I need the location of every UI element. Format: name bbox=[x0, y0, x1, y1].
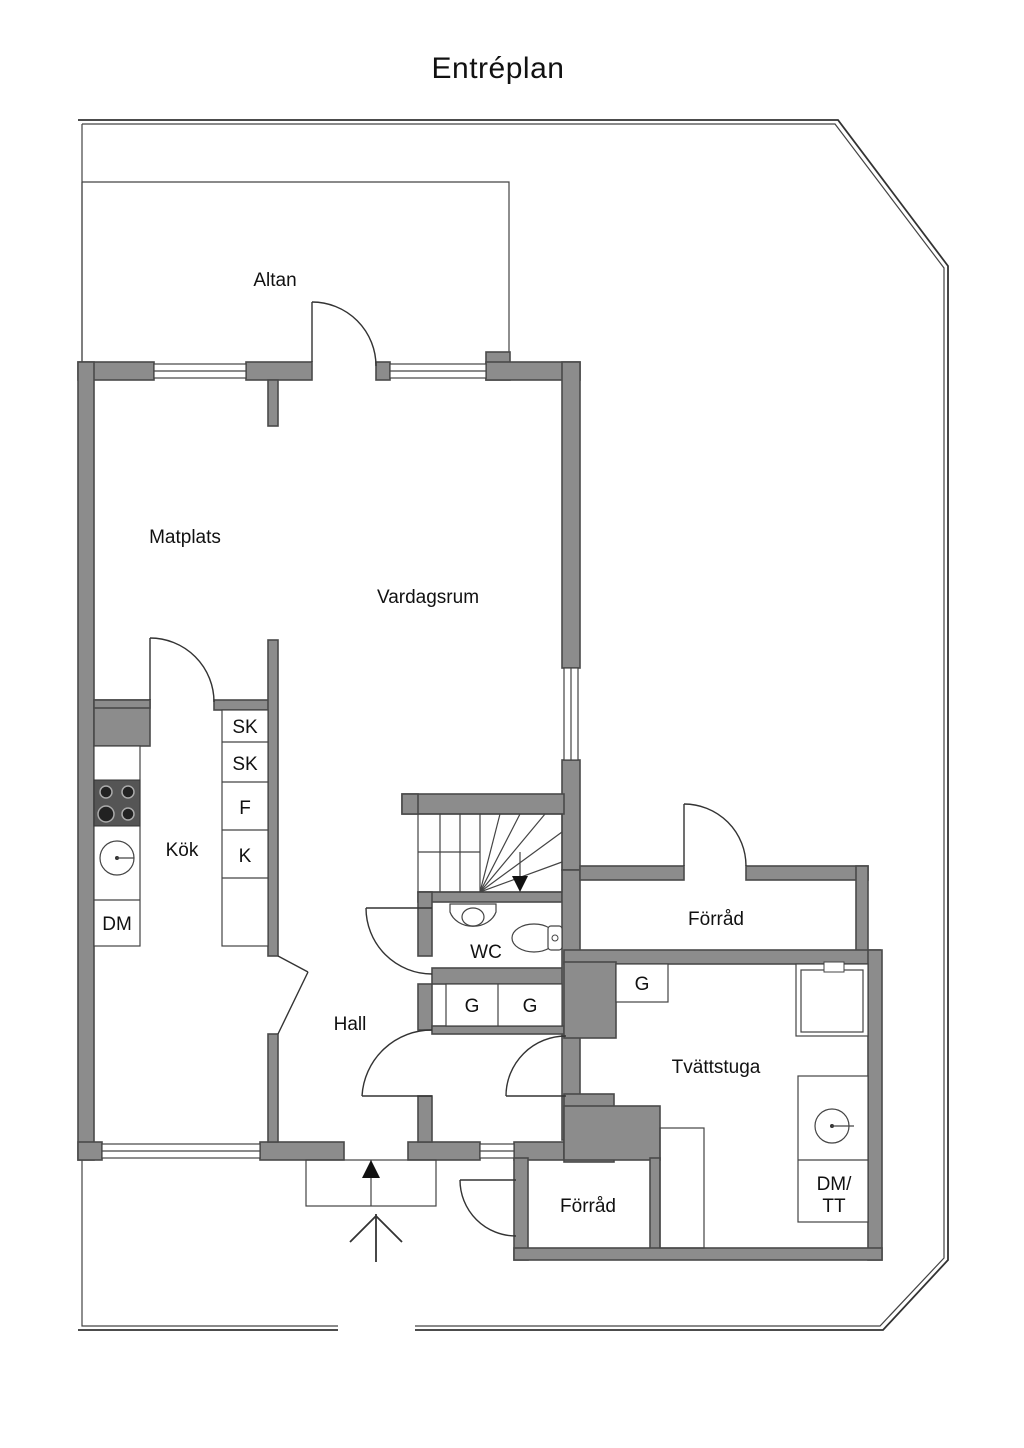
fixture-dm-tt-1: DM/ bbox=[817, 1174, 853, 1195]
fixture-k: K bbox=[239, 846, 252, 867]
room-matplats: Matplats bbox=[149, 527, 221, 548]
entrance bbox=[305, 1159, 437, 1262]
hall-storage-g: G G bbox=[445, 983, 563, 1027]
room-wc: WC bbox=[470, 942, 502, 963]
door-hall-kok bbox=[277, 955, 309, 1035]
stair-icon bbox=[417, 813, 563, 893]
fixture-sk-2: SK bbox=[232, 754, 258, 775]
room-forrad-upper: Förråd bbox=[688, 909, 744, 930]
fixture-f: F bbox=[239, 798, 251, 819]
room-altan: Altan bbox=[253, 270, 296, 291]
room-labels: Altan Matplats Vardagsrum Kök Hall WC Fö… bbox=[149, 270, 761, 1217]
door-kok bbox=[149, 637, 215, 703]
laundry-fixtures: G DM/ TT bbox=[615, 961, 869, 1249]
room-tvattstuga: Tvättstuga bbox=[672, 1057, 761, 1078]
door-tvattstuga bbox=[505, 1035, 567, 1097]
door-forrad-lower bbox=[459, 1179, 517, 1237]
entrance-arrow-icon bbox=[362, 1160, 380, 1178]
door-forrad-upper bbox=[683, 803, 747, 867]
wc-fixtures bbox=[449, 903, 563, 953]
room-vardagsrum: Vardagsrum bbox=[377, 587, 479, 608]
toilet-icon bbox=[511, 923, 563, 953]
fixture-dm-tt-2: TT bbox=[822, 1196, 846, 1217]
sink-icon bbox=[449, 903, 497, 927]
door-wc bbox=[365, 907, 433, 975]
windows bbox=[101, 363, 579, 1159]
door-altan bbox=[311, 301, 377, 367]
fixture-g-laundry: G bbox=[635, 974, 650, 995]
fixture-dm-kitchen: DM bbox=[102, 914, 132, 935]
fixture-sk-1: SK bbox=[232, 717, 258, 738]
sink-icon bbox=[814, 1108, 854, 1144]
room-hall: Hall bbox=[334, 1014, 367, 1035]
door-g-storage bbox=[361, 1029, 433, 1097]
kitchen-cabinets: SK SK F K bbox=[221, 709, 269, 947]
fixture-g-hall-1: G bbox=[465, 996, 480, 1017]
fixture-g-hall-2: G bbox=[523, 996, 538, 1017]
room-forrad-lower: Förråd bbox=[560, 1196, 616, 1217]
plan-title: Entréplan bbox=[432, 52, 565, 85]
room-kok: Kök bbox=[166, 840, 199, 861]
shower-icon bbox=[795, 961, 869, 1037]
kitchen-counter: DM bbox=[93, 745, 141, 947]
altan-outline bbox=[81, 181, 510, 362]
sink-icon bbox=[99, 840, 135, 876]
exterior-walls bbox=[77, 351, 581, 1161]
interior-walls bbox=[93, 639, 883, 1261]
